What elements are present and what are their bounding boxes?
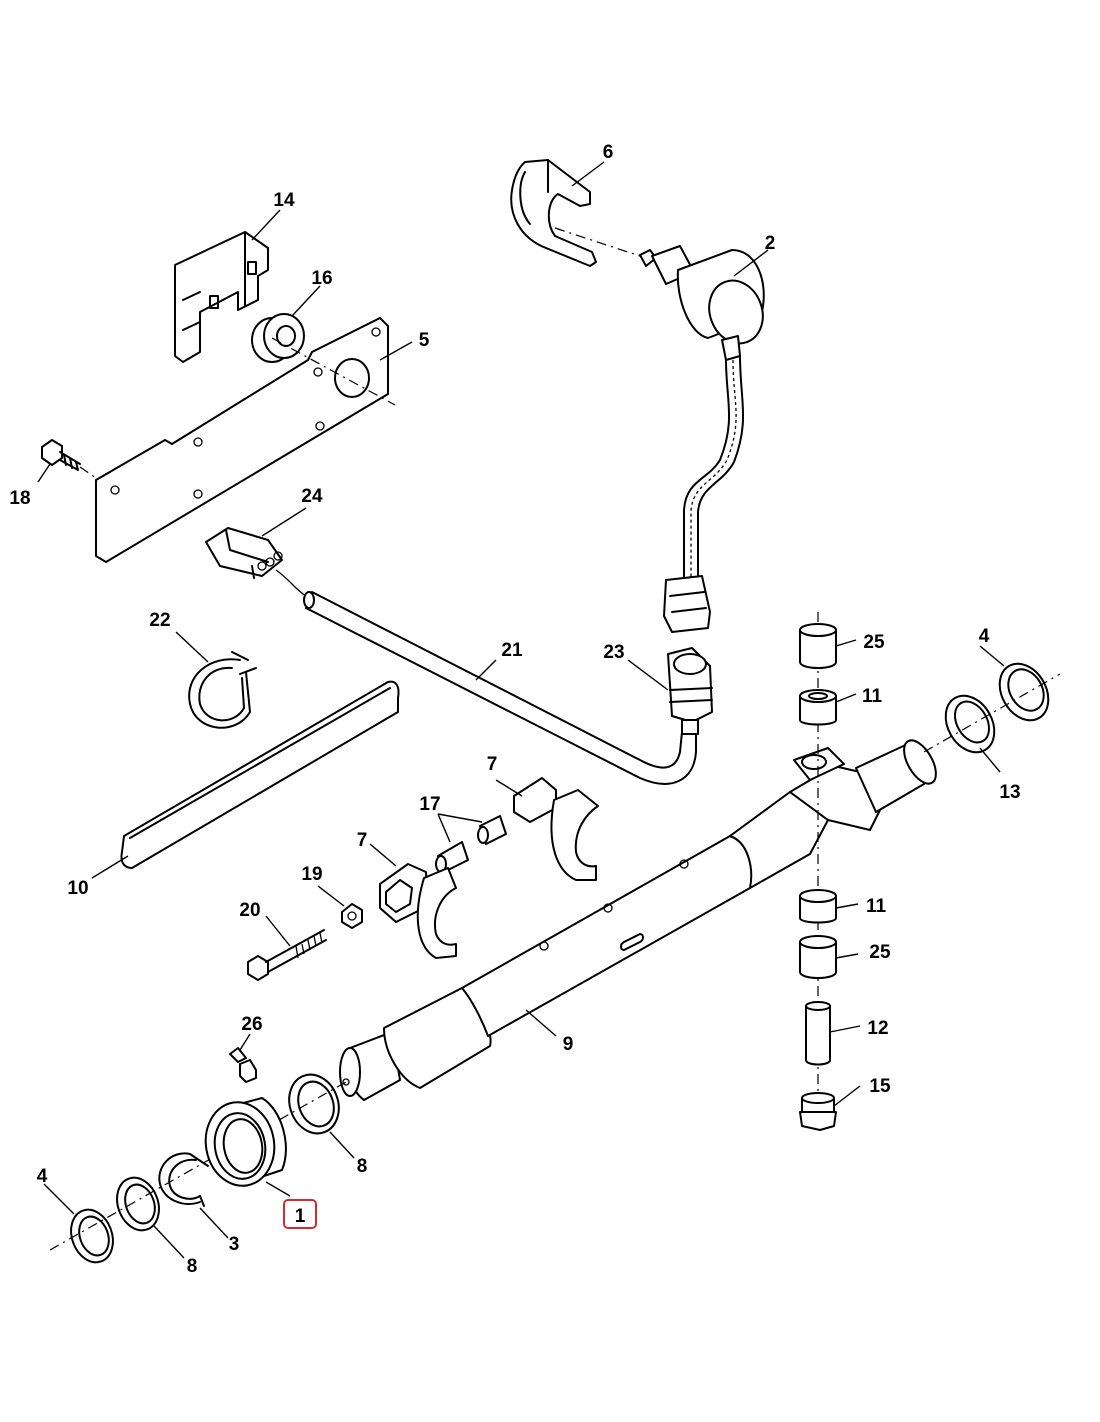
callout-label[interactable]: 1 bbox=[295, 1206, 306, 1227]
callout-label[interactable]: 25 bbox=[863, 632, 885, 653]
part-upper-bushing-25[interactable] bbox=[799, 623, 837, 669]
part-bracket[interactable] bbox=[174, 231, 269, 363]
part-lower-bushing-25[interactable] bbox=[799, 935, 837, 979]
callout-label[interactable]: 13 bbox=[999, 782, 1020, 803]
part-ring-8-lower[interactable] bbox=[110, 1172, 166, 1236]
part-shift-fork-upper[interactable] bbox=[513, 777, 599, 881]
callout-highlight-box bbox=[283, 1199, 317, 1229]
part-upper-bushing-11[interactable] bbox=[799, 689, 837, 726]
callout-label[interactable]: 6 bbox=[603, 142, 614, 163]
part-grease-fitting[interactable] bbox=[229, 1047, 257, 1083]
callout-label[interactable]: 8 bbox=[357, 1156, 368, 1177]
callout-label[interactable]: 19 bbox=[301, 864, 322, 885]
callout-label[interactable]: 3 bbox=[229, 1234, 240, 1255]
callout-label[interactable]: 8 bbox=[187, 1256, 198, 1277]
part-solenoid-lead-wire[interactable] bbox=[663, 355, 745, 633]
part-harness-connector[interactable] bbox=[205, 527, 307, 597]
part-long-bolt[interactable] bbox=[247, 929, 327, 981]
part-pin[interactable] bbox=[805, 1001, 831, 1066]
part-snap-ring[interactable] bbox=[188, 651, 257, 729]
axis-line bbox=[554, 227, 641, 257]
part-shift-fork-lower[interactable] bbox=[379, 863, 457, 959]
part-bushing-pair[interactable] bbox=[435, 815, 507, 873]
callout-label[interactable]: 17 bbox=[419, 794, 440, 815]
part-shift-shaft[interactable] bbox=[339, 735, 942, 1101]
callout-label[interactable]: 7 bbox=[357, 830, 368, 851]
part-hex-nut[interactable] bbox=[341, 903, 363, 929]
part-wiring-harness[interactable] bbox=[303, 591, 697, 785]
callout-label[interactable]: 10 bbox=[67, 878, 88, 899]
part-solenoid[interactable] bbox=[639, 245, 771, 361]
part-ring-4-left[interactable] bbox=[64, 1204, 120, 1268]
part-wear-strip[interactable] bbox=[120, 680, 400, 869]
callout-label[interactable]: 18 bbox=[9, 488, 30, 509]
callout-label[interactable]: 15 bbox=[869, 1076, 891, 1097]
callout-label[interactable]: 14 bbox=[273, 190, 295, 211]
part-plug[interactable] bbox=[799, 1092, 837, 1131]
part-mounting-plate[interactable] bbox=[95, 317, 389, 563]
part-inline-connector[interactable] bbox=[667, 647, 713, 735]
callout-label[interactable]: 4 bbox=[979, 626, 990, 647]
axis-line bbox=[271, 337, 396, 406]
callout-label[interactable]: 9 bbox=[563, 1034, 574, 1055]
part-grommet[interactable] bbox=[251, 313, 305, 363]
part-retaining-ring[interactable] bbox=[158, 1152, 209, 1207]
part-ring-4-right[interactable] bbox=[990, 655, 1058, 729]
axis-line bbox=[49, 1081, 347, 1251]
callout-label[interactable]: 16 bbox=[311, 268, 332, 289]
callout-label[interactable]: 26 bbox=[241, 1014, 262, 1035]
callout-label[interactable]: 24 bbox=[301, 486, 323, 507]
part-ring-8-upper[interactable] bbox=[281, 1068, 347, 1141]
callout-label[interactable]: 4 bbox=[37, 1166, 48, 1187]
callout-label[interactable]: 11 bbox=[866, 896, 887, 917]
callout-label[interactable]: 21 bbox=[501, 640, 523, 661]
part-bolt-small[interactable] bbox=[41, 439, 97, 479]
part-bearing[interactable] bbox=[199, 1097, 287, 1192]
callout-label[interactable]: 2 bbox=[765, 233, 776, 254]
callout-label[interactable]: 23 bbox=[603, 642, 624, 663]
part-lower-bushing-11[interactable] bbox=[799, 889, 837, 924]
leader-lines bbox=[37, 161, 1005, 1259]
callout-label[interactable]: 12 bbox=[867, 1018, 888, 1039]
callout-label[interactable]: 22 bbox=[149, 610, 170, 631]
axis-line bbox=[923, 673, 1061, 753]
callout-label[interactable]: 20 bbox=[239, 900, 260, 921]
callout-label[interactable]: 7 bbox=[487, 754, 498, 775]
callout-label[interactable]: 5 bbox=[419, 330, 430, 351]
callout-label[interactable]: 11 bbox=[862, 686, 883, 707]
part-retaining-clip[interactable] bbox=[510, 159, 597, 267]
callout-labels: 1 2 3 4 4 5 6 7 7 8 8 9 10 11 11 12 13 1… bbox=[9, 142, 1020, 1277]
part-ring-13[interactable] bbox=[936, 687, 1004, 761]
callout-label[interactable]: 25 bbox=[869, 942, 891, 963]
